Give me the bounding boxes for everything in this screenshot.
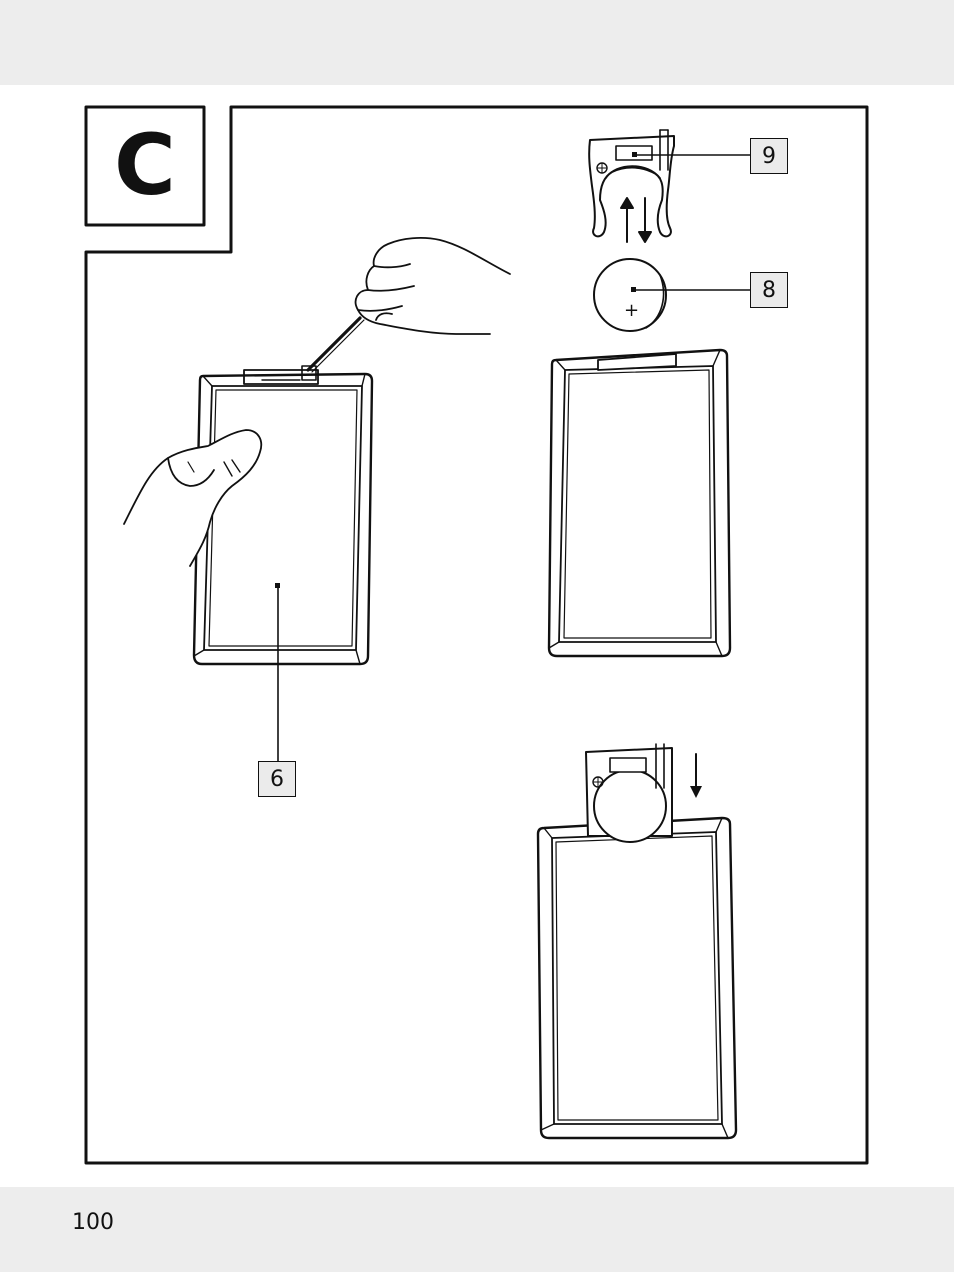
callout-9: 9 <box>750 138 788 174</box>
callout-8: 8 <box>750 272 788 308</box>
hand-holding-device <box>124 430 261 566</box>
hand-with-tool <box>308 238 510 372</box>
device-right-bottom-illustration <box>538 744 736 1138</box>
device-right-top-illustration <box>549 350 730 656</box>
battery-holder-illustration <box>589 130 750 236</box>
page-number: 100 <box>72 1210 114 1235</box>
callout-6: 6 <box>258 761 296 797</box>
battery-plus-mark: + <box>624 300 639 321</box>
section-letter: C <box>88 108 202 222</box>
coin-battery-illustration <box>594 259 750 331</box>
device-left-illustration <box>194 366 372 761</box>
insert-remove-arrows <box>621 198 651 242</box>
